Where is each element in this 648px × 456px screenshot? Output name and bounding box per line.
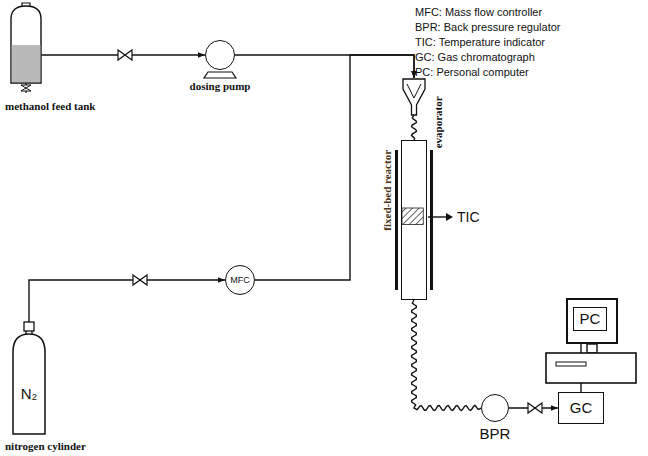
abbreviation-note: GC: Gas chromatograph — [415, 50, 561, 65]
valve-symbol — [528, 403, 542, 413]
reactor-tube: fixed-bed reactor — [401, 140, 427, 300]
tic-arrowhead — [446, 213, 453, 221]
feed-tank: methanol feed tank — [10, 5, 42, 93]
pipe-line — [29, 280, 225, 322]
valve-symbol — [118, 50, 132, 60]
reactor-label: fixed-bed reactor — [381, 150, 394, 231]
abbreviation-note: MFC: Mass flow controller — [415, 5, 561, 20]
pump-label: dosing pump — [190, 80, 251, 93]
pump-circle: dosing pump — [205, 40, 235, 70]
gc-label: GC — [570, 399, 593, 416]
feed-tank-outline — [10, 5, 42, 93]
heater-bar — [430, 150, 433, 290]
gas-cylinder-outline — [12, 322, 46, 435]
valve-symbol — [133, 275, 147, 285]
abbreviation-note: TIC: Temperature indicator — [415, 35, 561, 50]
pc-stand — [587, 344, 597, 353]
mfc-label: MFC — [230, 275, 250, 285]
mfc-circle: MFC — [225, 265, 255, 295]
pc-monitor: PC — [566, 298, 618, 344]
pump-base — [204, 72, 236, 78]
abbreviation-note: PC: Personal computer — [415, 65, 561, 80]
pipe-line — [235, 55, 414, 78]
pc-drive — [556, 362, 586, 366]
abbreviation-list: MFC: Mass flow controllerBPR: Back press… — [415, 5, 561, 80]
tank-label: methanol feed tank — [5, 100, 95, 113]
bpr-circle: BPR — [481, 394, 509, 422]
gc-box: GC — [558, 392, 604, 424]
evaporator-funnel-outline — [402, 78, 426, 116]
evaporator-label: evaporator — [432, 96, 445, 148]
pipe-line — [255, 55, 414, 280]
bpr-label: BPR — [480, 425, 511, 442]
cylinder-label: nitrogen cylinder — [5, 440, 86, 453]
instrument-tag: TIC — [457, 209, 480, 225]
tubing-line — [412, 115, 417, 140]
gas-cylinder: N₂nitrogen cylinder — [12, 322, 46, 435]
tic-arrow — [428, 216, 448, 217]
tubing-line — [412, 300, 481, 411]
heater-bar — [395, 150, 398, 290]
cylinder-symbol: N₂ — [21, 385, 38, 402]
evaporator-funnel: evaporator — [402, 78, 426, 116]
pc-label: PC — [573, 307, 608, 330]
pc-base — [546, 353, 636, 383]
reactor-tube-outline — [402, 141, 426, 299]
abbreviation-note: BPR: Back pressure regulator — [415, 20, 561, 35]
